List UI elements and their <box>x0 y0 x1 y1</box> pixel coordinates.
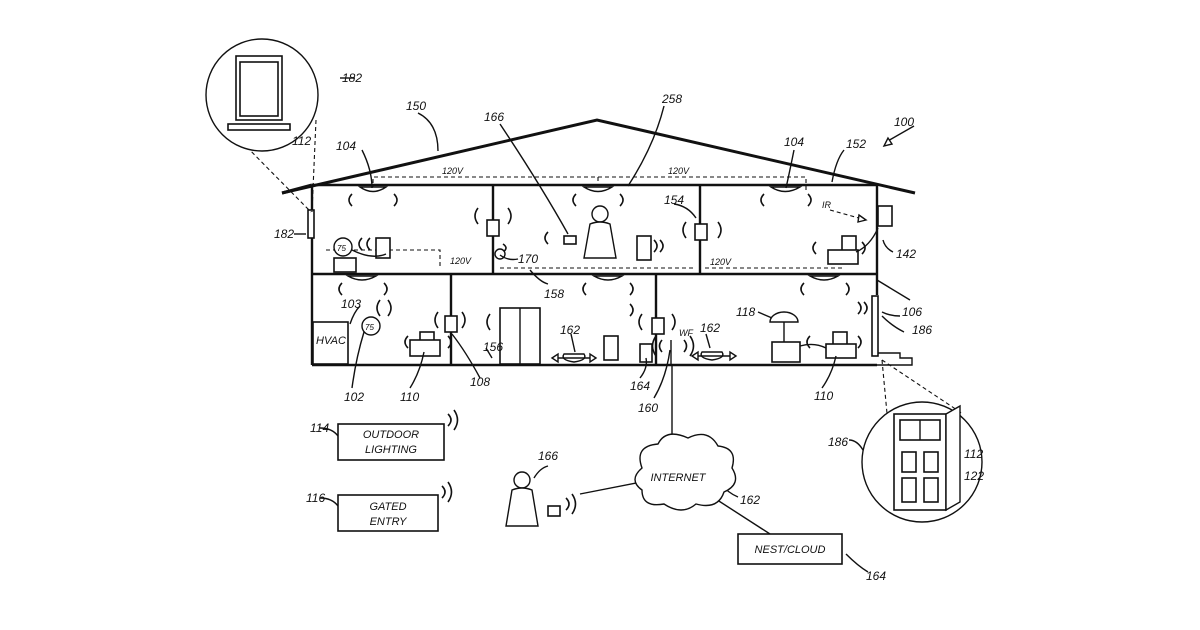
door-callout <box>862 402 982 522</box>
ref-102: 102 <box>344 390 364 404</box>
ref-100: 100 <box>894 115 914 129</box>
ref-162-right: 162 <box>700 321 720 335</box>
ref-170: 170 <box>518 252 538 266</box>
thermostat-reading: 75 <box>365 323 374 332</box>
ir-label: IR <box>822 200 832 210</box>
ref-166-bottom: 166 <box>538 449 558 463</box>
ref-258: 258 <box>661 92 682 106</box>
gated-entry-line2: ENTRY <box>370 516 408 528</box>
ref-110-left: 110 <box>400 390 419 404</box>
ref-106: 106 <box>902 305 922 319</box>
ref-114: 114 <box>310 421 329 435</box>
ref-118: 118 <box>736 305 755 319</box>
ref-112-top: 112 <box>292 134 311 148</box>
ref-152: 152 <box>846 137 866 151</box>
voltage-label: 120V <box>668 166 690 176</box>
thermostat-reading: 75 <box>337 244 346 253</box>
ref-104-left: 104 <box>336 139 356 153</box>
ref-108: 108 <box>470 375 490 389</box>
ir-arrow <box>830 210 866 222</box>
voltage-label: 120V <box>442 166 464 176</box>
ref-182-side: 182 <box>274 227 294 241</box>
ref-186-side: 186 <box>912 323 932 337</box>
outdoor-lighting-line2: LIGHTING <box>365 444 417 456</box>
ref-150: 150 <box>406 99 426 113</box>
ref-164-floor: 164 <box>630 379 650 393</box>
ref-162-left: 162 <box>560 323 580 337</box>
ref-112-callout: 112 <box>964 447 983 461</box>
ref-166-top: 166 <box>484 110 504 124</box>
ref-162-cloud: 162 <box>740 493 760 507</box>
ref-158: 158 <box>544 287 564 301</box>
ref-160: 160 <box>638 401 658 415</box>
gated-entry-line1: GATED <box>369 501 406 513</box>
outdoor-lighting-line1: OUTDOOR <box>363 429 419 441</box>
ref-156: 156 <box>483 340 503 354</box>
ref-164-cloud: 164 <box>866 569 886 583</box>
ref-110-right: 110 <box>814 389 833 403</box>
ref-142: 142 <box>896 247 916 261</box>
hvac-label: HVAC <box>316 335 346 347</box>
ref-122: 122 <box>964 469 984 483</box>
ref-182-top: 182 <box>342 71 362 85</box>
voltage-label: 120V <box>710 257 732 267</box>
wf-label: WF <box>679 328 693 338</box>
internet-label: INTERNET <box>651 472 707 484</box>
voltage-label: 120V <box>450 256 472 266</box>
ref-116: 116 <box>306 491 325 505</box>
ref-103: 103 <box>341 297 361 311</box>
ref-186-callout: 186 <box>828 435 848 449</box>
ref-104-right: 104 <box>784 135 804 149</box>
nest-cloud-label: NEST/CLOUD <box>755 544 826 556</box>
ref-154: 154 <box>664 193 684 207</box>
roof <box>282 120 915 193</box>
